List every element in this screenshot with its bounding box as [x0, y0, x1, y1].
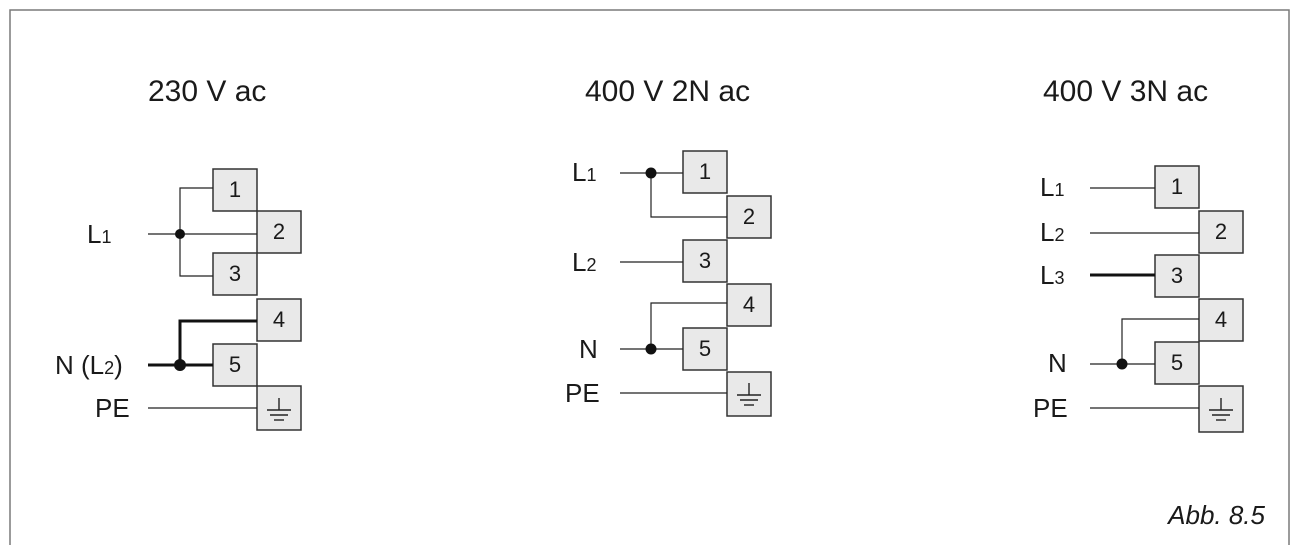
label-pe: PE [565, 378, 600, 408]
terminal-number: 4 [273, 307, 285, 332]
label-l1: L1 [572, 157, 596, 187]
ground-icon [267, 398, 291, 421]
terminal-earth [726, 371, 772, 417]
terminal-4: 4 [1198, 298, 1244, 342]
terminal-5: 5 [682, 327, 728, 371]
wiring [148, 187, 257, 409]
label-l1: L1 [87, 219, 111, 249]
wiring [620, 167, 727, 394]
terminal-4: 4 [256, 298, 302, 342]
terminal-number: 1 [1171, 174, 1183, 199]
terminal-number: 2 [273, 219, 285, 244]
label-l1: L1 [1040, 172, 1064, 202]
label-pe: PE [1033, 393, 1068, 423]
terminal-4: 4 [726, 283, 772, 327]
figure-caption: Abb. 8.5 [1166, 500, 1265, 530]
terminal-earth [256, 385, 302, 431]
terminal-5: 5 [212, 343, 258, 387]
terminal-2: 2 [1198, 210, 1244, 254]
terminal-3: 3 [682, 239, 728, 283]
figure-frame [9, 9, 1290, 545]
terminal-number: 3 [229, 261, 241, 286]
terminal-3: 3 [1154, 254, 1200, 298]
ground-icon [1209, 398, 1233, 421]
terminal-1: 1 [212, 168, 258, 212]
label-l2: L2 [572, 247, 596, 277]
diagram-400v-2n: 400 V 2N ac 1 2 3 4 5 [565, 75, 772, 417]
diagram-title: 230 V ac [148, 75, 266, 108]
diagram-400v-3n: 400 V 3N ac 1 2 3 4 5 [1033, 75, 1244, 433]
terminal-1: 1 [682, 150, 728, 194]
terminal-number: 3 [1171, 263, 1183, 288]
terminal-number: 5 [699, 336, 711, 361]
terminal-number: 2 [1215, 219, 1227, 244]
terminal-3: 3 [212, 252, 258, 296]
label-pe: PE [95, 393, 130, 423]
terminal-number: 3 [699, 248, 711, 273]
ground-icon [737, 383, 761, 406]
diagram-title: 400 V 3N ac [1043, 75, 1208, 108]
terminal-2: 2 [726, 195, 772, 239]
label-l2: L2 [1040, 217, 1064, 247]
diagram-230v: 230 V ac 1 2 3 4 5 [55, 75, 302, 431]
terminal-number: 4 [1215, 307, 1227, 332]
terminal-number: 1 [699, 159, 711, 184]
terminal-number: 5 [229, 352, 241, 377]
wiring [1090, 187, 1199, 409]
terminal-5: 5 [1154, 341, 1200, 385]
diagram-title: 400 V 2N ac [585, 75, 750, 108]
label-neutral-l2: N (L2) [55, 350, 123, 380]
terminal-number: 1 [229, 177, 241, 202]
label-neutral: N [1048, 348, 1067, 378]
terminal-1: 1 [1154, 165, 1200, 209]
terminal-earth [1198, 385, 1244, 433]
label-neutral: N [579, 334, 598, 364]
terminal-number: 5 [1171, 350, 1183, 375]
terminal-number: 2 [743, 204, 755, 229]
terminal-number: 4 [743, 292, 755, 317]
terminal-2: 2 [256, 210, 302, 254]
label-l3: L3 [1040, 260, 1064, 290]
